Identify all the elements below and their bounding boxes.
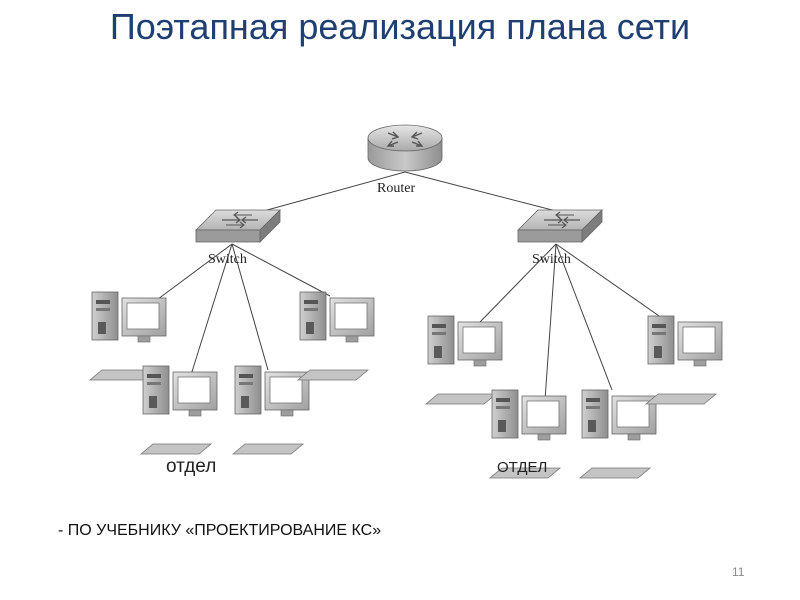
switch-left-label: Switch — [208, 252, 247, 267]
department-right-label: ОТДЕЛ — [497, 459, 548, 476]
pc-icon — [645, 315, 723, 405]
switch-right: Switch — [517, 209, 603, 267]
pc-icon — [579, 389, 657, 479]
pc-icon — [425, 315, 503, 405]
pc-icon — [297, 291, 375, 381]
department-left-label: отдел — [166, 456, 217, 477]
switch-left: Switch — [195, 209, 281, 267]
page-number: 11 — [732, 565, 745, 579]
pc-icon — [140, 365, 218, 455]
network-links — [149, 171, 663, 401]
router-arrows-icon — [386, 131, 424, 147]
switch-right-label: Switch — [532, 252, 571, 267]
textbook-note: - ПО УЧЕБНИКУ «ПРОЕКТИРОВАНИЕ КС» — [58, 522, 382, 539]
router: Router — [367, 124, 443, 196]
slide-title: Поэтапная реализация плана сети — [109, 6, 691, 47]
pc-icon — [232, 365, 310, 455]
router-label: Router — [377, 181, 415, 196]
